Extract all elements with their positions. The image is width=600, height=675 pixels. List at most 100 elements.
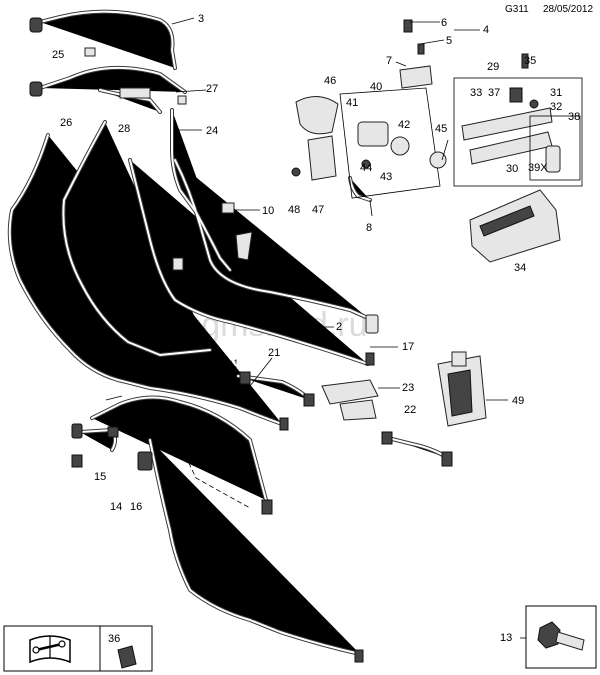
callout-14: 14 — [110, 501, 122, 513]
callout-27: 27 — [206, 83, 218, 95]
bolt-5 — [417, 43, 425, 55]
injector-39x — [545, 145, 561, 173]
callout-35: 35 — [524, 55, 536, 67]
fitting-21b — [303, 393, 315, 407]
callout-17: 17 — [402, 341, 414, 353]
callout-33: 33 — [470, 87, 482, 99]
callout-12: 12 — [172, 231, 184, 243]
callout-19: 19 — [102, 223, 114, 235]
connector-26 — [29, 81, 43, 97]
callout-43: 43 — [380, 171, 392, 183]
diagram-date: 28/05/2012 — [543, 4, 594, 15]
rail-box-29 — [453, 77, 583, 187]
clip-15b — [71, 454, 83, 468]
manifold-34 — [469, 189, 561, 263]
callout-36: 36 — [108, 633, 120, 645]
leader-lines — [105, 17, 530, 639]
injector-box-38 — [529, 115, 581, 181]
plug-45 — [429, 151, 447, 169]
bracket-11 — [235, 231, 253, 261]
callout-47: 47 — [312, 204, 324, 216]
callout-42: 42 — [398, 119, 410, 131]
fitting-21 — [239, 371, 251, 385]
sensor-6 — [403, 19, 413, 33]
callout-49: 49 — [512, 395, 524, 407]
bracket-23 — [321, 379, 379, 405]
callout-28: 28 — [118, 123, 130, 135]
callout-26: 26 — [60, 117, 72, 129]
callout-22: 22 — [404, 404, 416, 416]
callout-6: 6 — [441, 17, 447, 29]
bolt-32 — [529, 99, 539, 109]
fitting-22b — [441, 451, 453, 467]
callout-11: 11 — [264, 241, 275, 253]
bracket-7 — [399, 65, 433, 89]
callout-34: 34 — [514, 262, 526, 274]
callout-46: 46 — [324, 75, 336, 87]
bolt-13-shank — [555, 631, 585, 651]
callout-29: 29 — [487, 61, 499, 73]
diagram-code: G311 — [505, 4, 529, 15]
legend-box: 36 — [3, 625, 153, 672]
connector-2 — [365, 314, 379, 334]
valve-35 — [521, 53, 529, 69]
canister-49-front — [447, 369, 473, 417]
fitting-18 — [279, 417, 289, 431]
part-36 — [117, 645, 137, 669]
seal-43 — [390, 136, 410, 156]
assembly-box-40 — [339, 87, 441, 199]
callout-10: 10 — [262, 205, 274, 217]
callout-5: 5 — [446, 35, 452, 47]
callout-labels: 3 6 4 5 7 25 27 26 28 24 46 40 41 42 45 … — [52, 13, 580, 644]
callout-13: 13 — [500, 632, 512, 644]
bolt-13 — [537, 621, 561, 649]
fitting-9 — [354, 649, 364, 663]
manifold-34-ports — [479, 205, 535, 237]
canister-49-port — [451, 351, 467, 367]
callout-3: 3 — [198, 13, 204, 25]
callout-39x: 39X — [528, 162, 548, 174]
bolt-48 — [291, 167, 301, 177]
callout-23: 23 — [402, 382, 414, 394]
callout-37: 37 — [488, 87, 500, 99]
bracket-23b — [339, 399, 377, 421]
callout-31: 31 — [550, 87, 562, 99]
callout-32: 32 — [550, 101, 562, 113]
rail-upper-30 — [461, 107, 553, 141]
clip-16 — [137, 451, 153, 471]
connector-17 — [365, 352, 375, 366]
fitting-22 — [381, 431, 393, 445]
callout-7: 7 — [386, 55, 392, 67]
callout-16: 16 — [130, 501, 142, 513]
callout-25: 25 — [52, 49, 64, 61]
callout-38: 38 — [568, 111, 580, 123]
callout-4: 4 — [483, 24, 489, 36]
bracket-28 — [119, 87, 151, 99]
callout-44: 44 — [360, 162, 372, 174]
connector-3 — [29, 17, 43, 33]
callout-41: 41 — [346, 97, 358, 109]
callout-1: 1 — [294, 321, 300, 333]
callout-45: 45 — [435, 123, 447, 135]
clip-25 — [84, 47, 96, 57]
bolt-44 — [361, 159, 371, 169]
callout-24: 24 — [206, 125, 218, 137]
manual-wrench-icon — [29, 635, 71, 664]
fitting-18b — [261, 499, 273, 515]
callout-18: 18 — [108, 409, 120, 421]
callout-30: 30 — [506, 163, 518, 175]
callout-2: 2 — [336, 321, 342, 333]
pump-cover-46 — [295, 96, 339, 135]
callout-48: 48 — [288, 204, 300, 216]
callout-8: 8 — [366, 222, 372, 234]
clip-27 — [177, 95, 187, 105]
callout-9: 9 — [266, 597, 272, 609]
callout-15: 15 — [94, 471, 106, 483]
callout-40: 40 — [370, 81, 382, 93]
sensor-31 — [509, 87, 523, 103]
callout-20: 20 — [100, 253, 112, 265]
pump-42 — [357, 121, 389, 147]
rail-lower-30 — [469, 131, 553, 165]
callout-21: 21 — [268, 347, 280, 359]
